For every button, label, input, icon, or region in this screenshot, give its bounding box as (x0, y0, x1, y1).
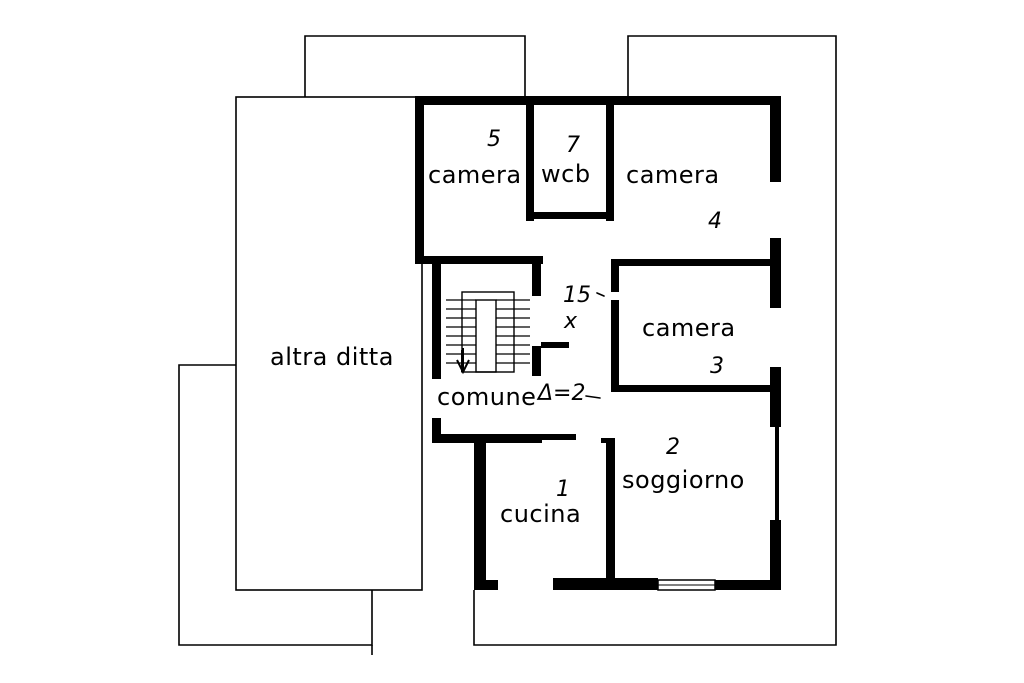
room-label-altra-ditta: altra ditta (270, 343, 394, 371)
annotation-stroke (585, 395, 601, 399)
room-label-comune: comune (437, 383, 536, 411)
room-label-camera-5: camera (428, 161, 522, 189)
stair-arrow-icon (456, 348, 470, 375)
walls (415, 96, 781, 590)
staircase (446, 291, 530, 373)
balcony-north-left (304, 35, 526, 97)
balcony-west (178, 364, 373, 646)
outline-lines (178, 35, 837, 655)
room-label-soggiorno: soggiorno (622, 466, 745, 494)
room-number-camera-5: 5 (487, 127, 501, 152)
annotation-corridor-top: 15 (563, 283, 591, 308)
altra-ditta-area (235, 96, 423, 591)
annotation-stroke-2 (596, 292, 605, 297)
room-number-wcb: 7 (566, 133, 580, 158)
annotation-comune-note: Δ=2 (536, 381, 585, 406)
room-label-cucina: cucina (500, 500, 581, 528)
room-label-camera-4: camera (626, 161, 720, 189)
room-number-camera-3: 3 (710, 354, 724, 379)
room-label-camera-3: camera (642, 314, 736, 342)
annotation-corridor-mid: x (563, 309, 578, 334)
window-bottom (657, 579, 716, 591)
room-number-cucina: 1 (556, 477, 570, 502)
balcony-east (473, 35, 837, 646)
room-number-soggiorno: 2 (666, 435, 680, 460)
room-label-wcb: wcb (541, 160, 591, 188)
room-number-camera-4: 4 (708, 209, 722, 234)
